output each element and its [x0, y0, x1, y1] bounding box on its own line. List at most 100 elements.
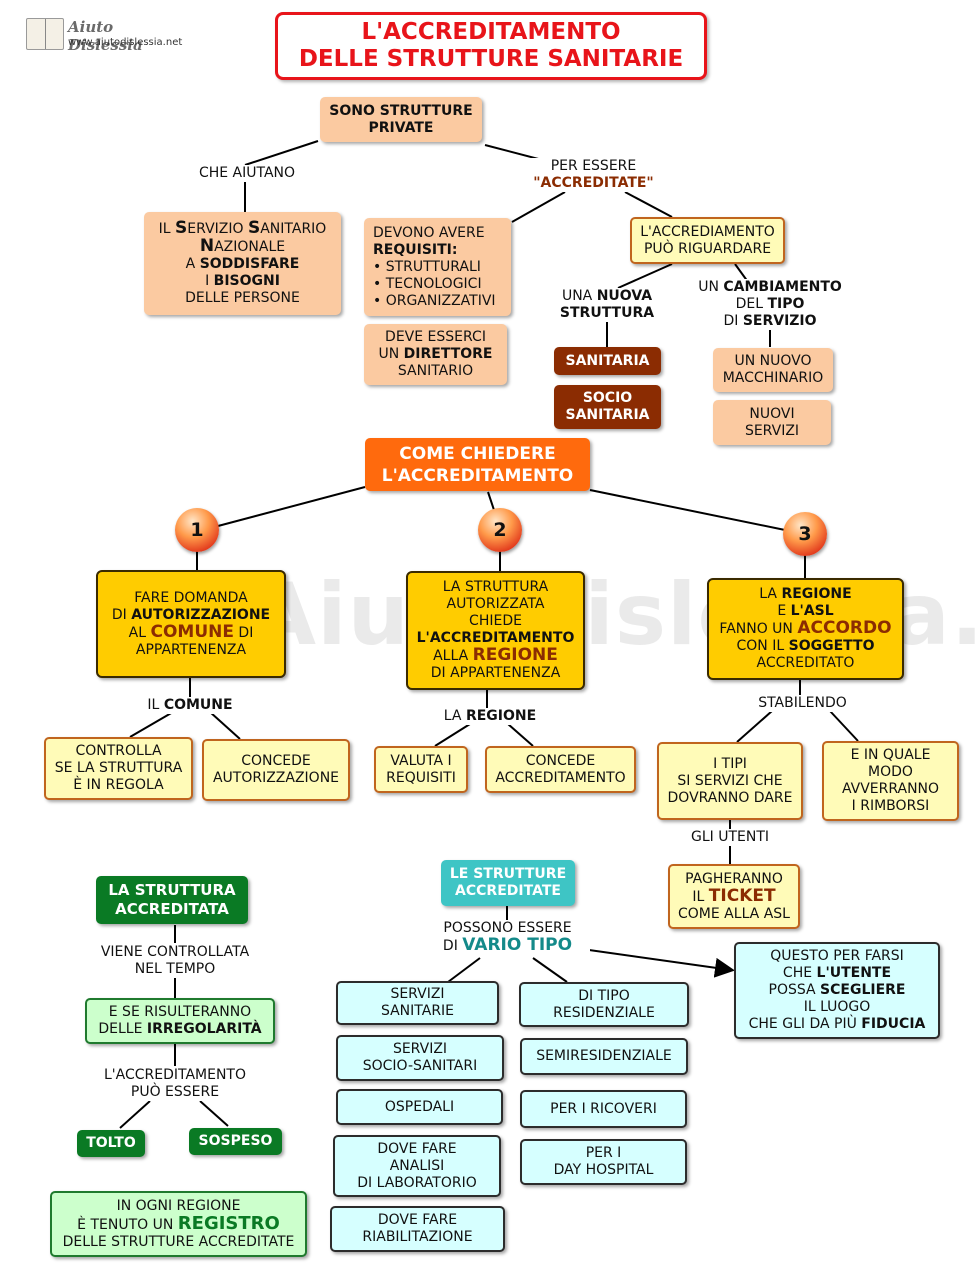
requisiti-node: DEVONO AVERE REQUISITI: • STRUTTURALI • …	[364, 218, 511, 316]
node-text: NAZIONALE	[199, 236, 286, 256]
semiresidenziale-node: SEMIRESIDENZIALE	[520, 1038, 688, 1075]
che-aiutano-label: CHE AIUTANO	[192, 165, 302, 182]
sanitaria-node: SANITARIA	[554, 347, 661, 375]
line-puo-sospeso	[199, 1100, 229, 1127]
node-text: APPARTENENZA	[135, 641, 247, 658]
node-text: VALUTA I	[390, 752, 452, 769]
struttura-accreditata-node: LA STRUTTURA ACCREDITATA	[96, 876, 248, 924]
node-text: SE LA STRUTTURA	[54, 760, 183, 776]
node-text: MACCHINARIO	[722, 370, 824, 386]
nuova-struttura-label: UNA NUOVA STRUTTURA	[547, 288, 667, 322]
node-text: POSSA SCEGLIERE	[768, 982, 906, 998]
node-text: FANNO UN ACCORDO	[719, 618, 892, 638]
node-text: LA STRUTTURA	[442, 579, 549, 595]
line-regione-valuta	[434, 723, 471, 747]
direttore-node: DEVE ESSERCI UN DIRETTORE SANITARIO	[364, 324, 507, 385]
node-text: ALLA REGIONE	[433, 645, 558, 665]
node-text: L'ACCREDITAMENTO	[416, 630, 575, 646]
per-essere-text: PER ESSERE	[550, 158, 637, 174]
cambiamento-label: UN CAMBIAMENTO DEL TIPO DI SERVIZIO	[690, 279, 850, 330]
come-chiedere-node: COME CHIEDERE L'ACCREDITAMENTO	[365, 438, 590, 491]
node-text: IL LUOGO	[803, 999, 871, 1015]
node-text: DI TIPO	[578, 987, 630, 1004]
node-text: RESIDENZIALE	[553, 1004, 655, 1021]
gli-utenti-label: GLI UTENTI	[680, 829, 780, 846]
node-text: QUESTO PER FARSI	[770, 948, 904, 964]
concede-accreditamento-node: CONCEDE ACCREDITAMENTO	[485, 746, 636, 793]
line-vario-left	[447, 957, 481, 983]
node-text: PUÒ RIGUARDARE	[643, 240, 772, 257]
irregolarita-node: E SE RISULTERANNO DELLE IRREGOLARITÀ	[85, 998, 275, 1044]
node-text: DOVE FARE	[377, 1212, 458, 1228]
line-accreditate-requisiti	[511, 191, 566, 223]
page-title: L'ACCREDITAMENTO DELLE STRUTTURE SANITAR…	[275, 12, 707, 80]
node-text: CHE GLI DA PIÙ FIDUCIA	[748, 1016, 926, 1032]
node-text: FARE DOMANDA	[134, 589, 248, 606]
book-icon	[26, 18, 64, 50]
ospedali-node: OSPEDALI	[336, 1089, 503, 1125]
node-text: SOCIO	[582, 390, 633, 406]
node-text: SOCIO-SANITARI	[362, 1058, 478, 1074]
socio-sanitaria-node: SOCIO SANITARIA	[554, 385, 661, 429]
node-text: MODO	[868, 764, 913, 780]
line-accreditate-riguardare	[624, 191, 673, 218]
line-vario-right	[532, 957, 568, 983]
title-line-2: DELLE STRUTTURE SANITARIE	[298, 46, 684, 72]
node-text: UN DIRETTORE	[378, 346, 493, 362]
node-text: CHE L'UTENTE	[782, 965, 892, 981]
controlla-node: CONTROLLA SE LA STRUTTURA È IN REGOLA	[44, 737, 193, 800]
node-text: SANITARIE	[380, 1003, 455, 1019]
line-come-1	[217, 486, 366, 527]
node-text: E SE RISULTERANNO	[108, 1004, 252, 1020]
node-text: DELLE STRUTTURE ACCREDITATE	[62, 1233, 295, 1250]
nuovi-servizi-node: NUOVI SERVIZI	[713, 400, 831, 445]
macchinario-node: UN NUOVO MACCHINARIO	[713, 348, 833, 392]
node-text: DI APPARTENENZA	[430, 665, 561, 681]
node-text: DEVONO AVERE	[373, 224, 485, 241]
node-text: I RIMBORSI	[851, 798, 930, 814]
rimborsi-node: E IN QUALE MODO AVVERRANNO I RIMBORSI	[822, 741, 959, 821]
node-text: LA REGIONE	[759, 586, 852, 602]
node-text: AL COMUNE DI	[128, 621, 254, 642]
aiutodislessia-logo: Aiuto Dislessia www.aiutodislessia.net	[26, 18, 182, 54]
step-1-node: FARE DOMANDA DI AUTORIZZAZIONE AL COMUNE…	[96, 570, 286, 678]
node-text: ACCREDITATO	[756, 655, 855, 671]
node-text: IN OGNI REGIONE	[116, 1197, 241, 1214]
node-text: NUOVI	[749, 405, 795, 422]
vario-tipo-label: POSSONO ESSERE DI VARIO TIPO	[425, 920, 590, 955]
analisi-laboratorio-node: DOVE FARE ANALISI DI LABORATORIO	[333, 1135, 501, 1197]
valuta-requisiti-node: VALUTA I REQUISITI	[374, 746, 468, 793]
node-text: A SODDISFARE	[185, 256, 300, 272]
riabilitazione-node: DOVE FARE RIABILITAZIONE	[330, 1206, 505, 1252]
node-text: ACCREDITAMENTO	[495, 769, 626, 786]
node-text: CONTROLLA	[75, 743, 162, 759]
list-item: • STRUTTURALI	[373, 258, 481, 275]
node-text: IL TICKET	[692, 885, 776, 906]
line-stabilendo-tipi	[736, 710, 773, 743]
line-riguardare-nuova	[617, 263, 673, 289]
ticket-node: PAGHERANNO IL TICKET COME ALLA ASL	[668, 864, 800, 929]
node-text: DOVE FARE	[377, 1140, 457, 1157]
line-puo-tolto	[119, 1100, 151, 1129]
riguardare-node: L'ACCREDIAMENTO PUÒ RIGUARDARE	[630, 217, 785, 264]
step-3-node: LA REGIONE E L'ASL FANNO UN ACCORDO CON …	[707, 578, 904, 680]
node-text: ACCREDITATE	[455, 883, 561, 899]
node-text: LA STRUTTURA	[108, 881, 236, 899]
regione-label: LA REGIONE	[430, 708, 550, 725]
line-comune-controlla	[129, 711, 174, 738]
title-line-1: L'ACCREDITAMENTO	[361, 19, 621, 45]
node-text: L'ACCREDIAMENTO	[640, 223, 775, 240]
private-structures-node: SONO STRUTTURE PRIVATE	[320, 97, 482, 142]
line-regione-concede	[507, 723, 534, 747]
node-text: DI AUTORIZZAZIONE	[111, 606, 271, 623]
node-text: DI LABORATORIO	[357, 1174, 477, 1191]
list-item: • ORGANIZZATIVI	[373, 292, 496, 309]
tipi-servizi-node: I TIPI SI SERVIZI CHE DOVRANNO DARE	[657, 742, 803, 820]
node-text: AVVERRANNO	[841, 781, 940, 797]
node-text: IL SERVIZIO SANITARIO	[158, 218, 327, 238]
node-text: DEVE ESSERCI	[385, 329, 486, 345]
node-text: DOVRANNO DARE	[667, 789, 793, 806]
